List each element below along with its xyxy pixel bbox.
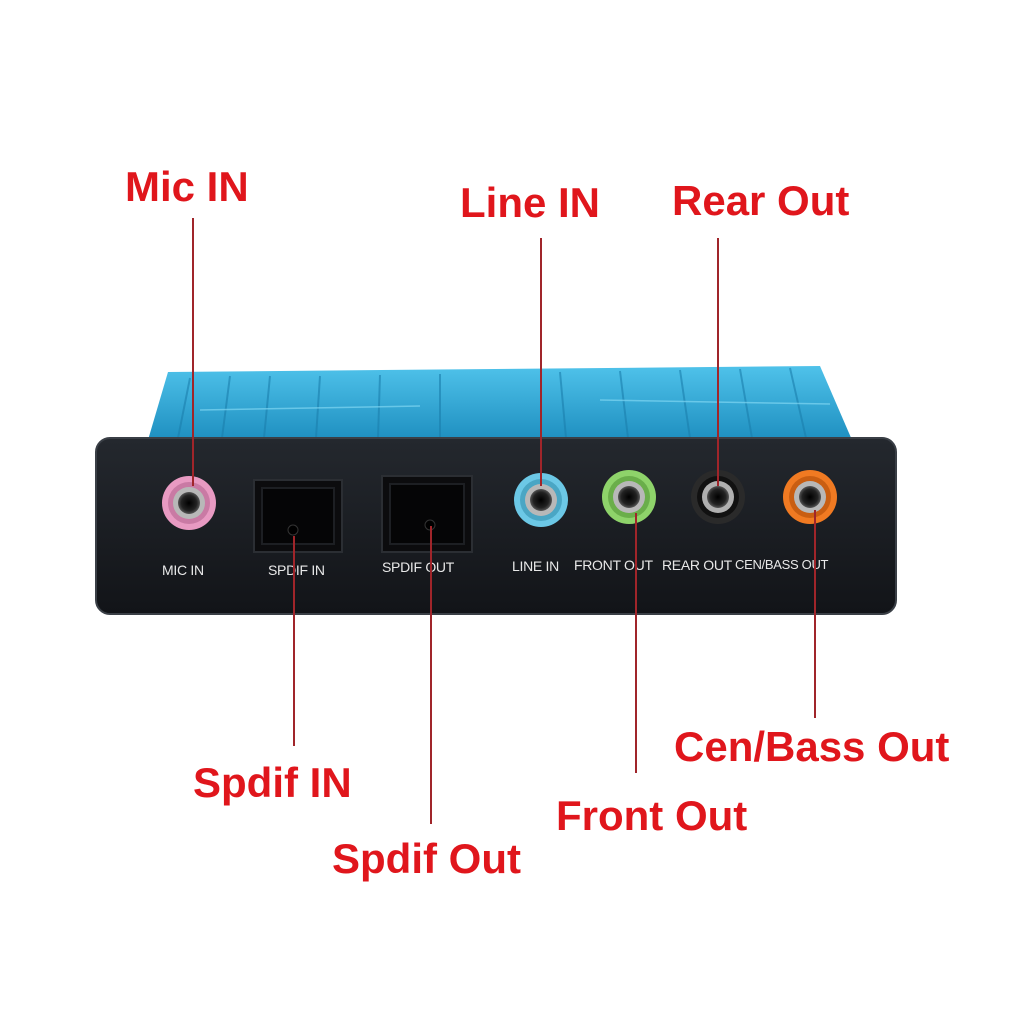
rear-out-jack: [691, 470, 745, 524]
leader-line-line-in: [540, 238, 542, 486]
callout-rear-out: Rear Out: [672, 177, 850, 224]
device-label-rear-out: REAR OUT: [662, 557, 732, 573]
cen-bass-out-jack: [783, 470, 837, 524]
leader-line-spdif-in: [293, 536, 295, 746]
leader-line-cen-bass-out: [814, 510, 816, 718]
device-housing: [148, 366, 852, 440]
spdif-in-port: [253, 479, 343, 553]
leader-line-spdif-out: [430, 526, 432, 824]
line-in-jack: [514, 473, 568, 527]
mic-in-jack: [162, 476, 216, 530]
callout-line-in: Line IN: [460, 179, 601, 226]
callout-cen-bass-out: Cen/Bass Out: [674, 723, 950, 770]
leader-line-mic-in: [192, 218, 194, 486]
callout-spdif-in: Spdif IN: [193, 759, 352, 806]
device-label-spdif-in: SPDIF IN: [268, 562, 325, 578]
device-label-line-in: LINE IN: [512, 558, 559, 574]
device-label-spdif-out: SPDIF OUT: [382, 559, 454, 575]
device-label-front-out: FRONT OUT: [574, 557, 653, 573]
callout-spdif-out: Spdif Out: [332, 835, 521, 882]
callout-front-out: Front Out: [556, 792, 748, 839]
callout-mic-in: Mic IN: [125, 163, 249, 210]
front-out-jack: [602, 470, 656, 524]
spdif-out-port: [381, 475, 473, 553]
device-faceplate: [95, 437, 897, 615]
leader-line-rear-out: [717, 238, 719, 486]
device-label-mic-in: MIC IN: [162, 562, 204, 578]
device-label-cen-bass-out: CEN/BASS OUT: [735, 557, 829, 572]
leader-line-front-out: [635, 513, 637, 773]
